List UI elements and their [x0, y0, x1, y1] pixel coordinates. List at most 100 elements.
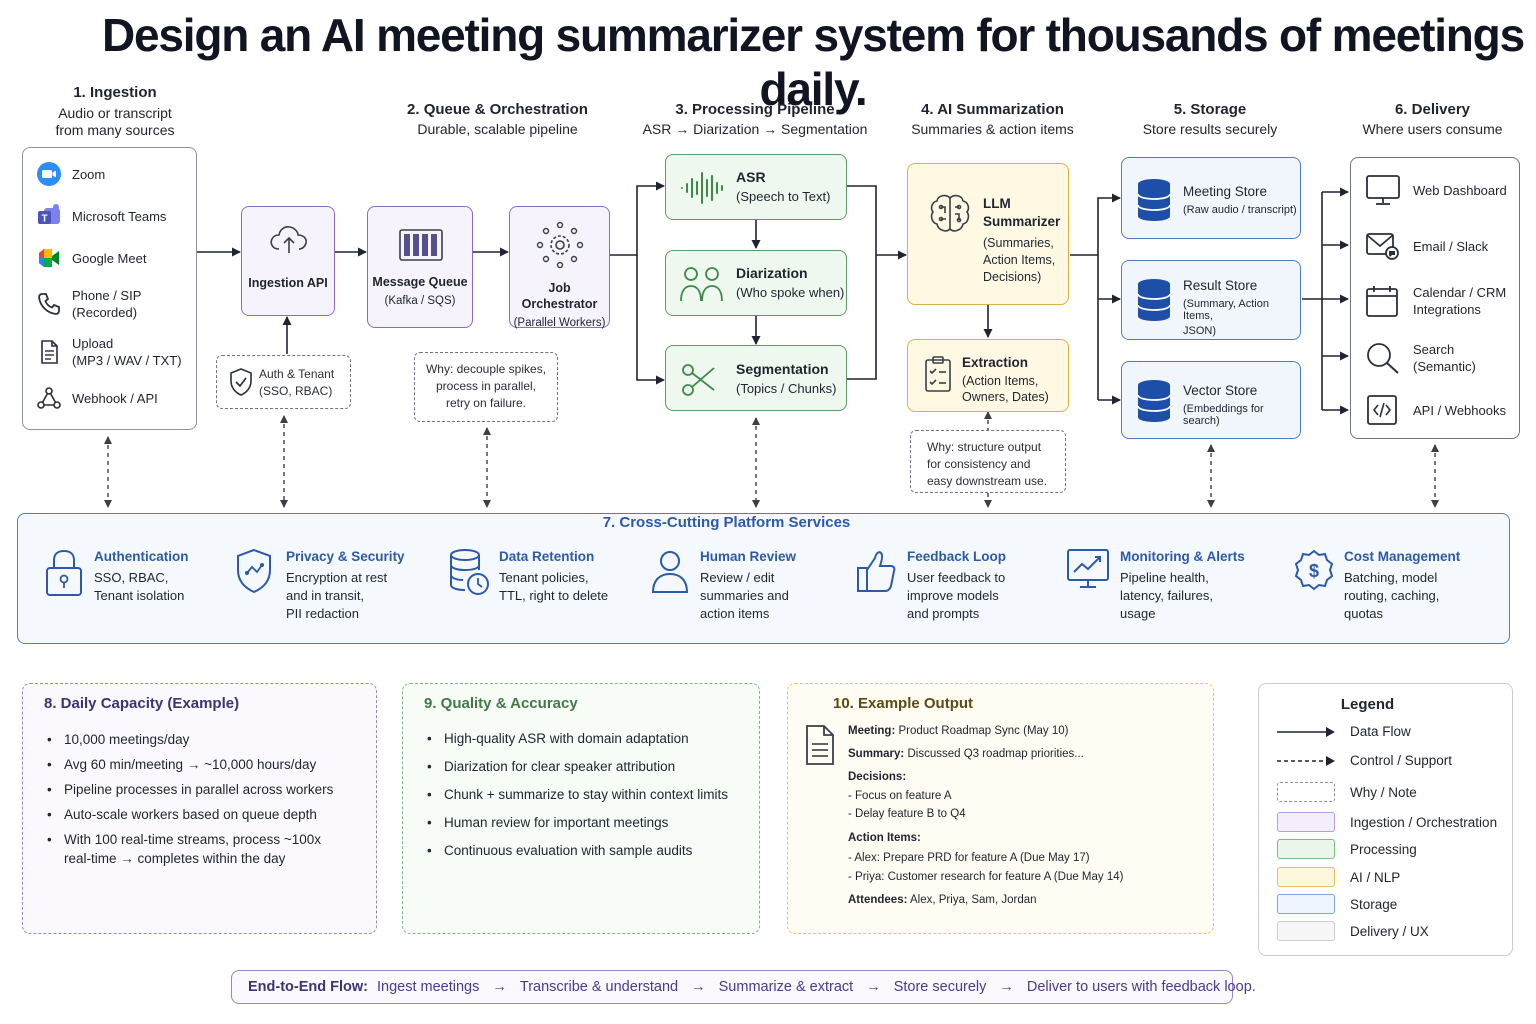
result-store-node[interactable]: Result Store (Summary, Action Items, JSO… — [1121, 260, 1301, 340]
source-phone-sip[interactable]: Phone / SIP (Recorded) — [35, 287, 141, 321]
source-label: Zoom — [72, 166, 106, 182]
delivery-label: API / Webhooks — [1413, 402, 1506, 418]
flow-arrow: → — [999, 979, 1014, 995]
phone-icon — [35, 290, 63, 318]
segmentation-node[interactable]: Segmentation (Topics / Chunks) — [665, 345, 847, 411]
diarization-node[interactable]: Diarization (Who spoke when) — [665, 250, 847, 316]
flow-arrow-orchestrator-to-asr — [610, 181, 665, 256]
store-sub: (Summary, Action Items, — [1183, 298, 1269, 322]
section-queue-heading: 2. Queue & Orchestration Durable, scalab… — [390, 101, 605, 138]
example-summary: Summary: Discussed Q3 roadmap priorities… — [848, 748, 1084, 760]
cc-line: quotas — [1344, 606, 1384, 621]
database-clock-icon — [450, 549, 489, 595]
flow-step: Summarize & extract — [718, 979, 854, 995]
database-icon — [1137, 279, 1171, 321]
quality-list: High-quality ASR with domain adaptation … — [424, 729, 754, 860]
result-store-text: Result Store (Summary, Action Items, JSO… — [1183, 278, 1300, 337]
source-label: Microsoft Teams — [72, 208, 167, 224]
delivery-search[interactable]: Search(Semantic) — [1365, 341, 1476, 375]
section-processing-heading: 3. Processing Pipeline ASR → Diarization… — [640, 101, 870, 138]
capacity-item: Auto-scale workers based on queue depth — [44, 805, 364, 824]
section-ai-subtitle: Summaries & action items — [911, 121, 1074, 137]
capacity-panel: 8. Daily Capacity (Example) 10,000 meeti… — [22, 683, 377, 934]
end-to-end-flow-bar: End-to-End Flow: Ingest meetings → Trans… — [231, 970, 1256, 1004]
delivery-api-webhooks[interactable]: API / Webhooks — [1365, 394, 1506, 426]
legend-ingestion: Ingestion / Orchestration — [1277, 812, 1497, 832]
calendar-icon — [1366, 286, 1398, 317]
ingestion-api-node[interactable]: Ingestion API — [241, 206, 335, 316]
llm-sub-1: (Summaries, — [983, 236, 1054, 250]
cc-line: User feedback to — [907, 570, 1006, 585]
vector-store-text: Vector Store (Embeddings for search) — [1183, 383, 1300, 427]
extraction-node[interactable]: Extraction (Action Items, Owners, Dates) — [907, 339, 1069, 412]
page-title: Design an AI meeting summarizer system f… — [102, 9, 1525, 115]
section-queue-subtitle: Durable, scalable pipeline — [417, 121, 578, 137]
database-icon — [1137, 179, 1171, 221]
llm-text: LLM Summarizer (Summaries, Action Items,… — [983, 195, 1060, 286]
auth-tenant-line-2: (SSO, RBAC) — [259, 384, 333, 398]
source-zoom[interactable]: Zoom — [35, 160, 105, 188]
asr-sub: (Speech to Text) — [736, 189, 831, 204]
code-icon — [1367, 395, 1397, 425]
meeting-store-node[interactable]: Meeting Store (Raw audio / transcript) — [1121, 157, 1301, 239]
scissors-icon — [682, 364, 715, 396]
source-microsoft-teams[interactable]: T Microsoft Teams — [35, 202, 166, 230]
section-storage-title: 5. Storage — [1173, 101, 1247, 118]
source-upload[interactable]: Upload(MP3 / WAV / TXT) — [35, 335, 182, 369]
quality-item: Diarization for clear speaker attributio… — [424, 757, 754, 776]
source-webhook-api[interactable]: Webhook / API — [35, 384, 158, 412]
source-sublabel: (MP3 / WAV / TXT) — [72, 353, 182, 368]
cc-line: and in transit, — [286, 588, 365, 603]
capacity-list: 10,000 meetings/day Avg 60 min/meeting →… — [44, 730, 364, 868]
legend-ai-nlp: AI / NLP — [1277, 867, 1400, 887]
vector-store-node[interactable]: Vector Store (Embeddings for search) — [1121, 361, 1301, 439]
source-sublabel: (Recorded) — [72, 305, 138, 320]
cc-line: routing, caching, — [1344, 588, 1440, 603]
legend-swatch — [1277, 839, 1335, 859]
source-google-meet[interactable]: Google Meet — [35, 244, 146, 272]
cc-title: Authentication — [94, 549, 189, 564]
legend-panel: Legend Data Flow Control / Support Why /… — [1258, 683, 1513, 956]
legend-label: Why / Note — [1350, 784, 1417, 800]
cc-line: TTL, right to delete — [499, 588, 609, 603]
queue-note-line-1: Why: decouple spikes, — [425, 362, 547, 376]
cc-line: SSO, RBAC, — [94, 570, 169, 585]
cc-line: action items — [700, 606, 770, 621]
delivery-web-dashboard[interactable]: Web Dashboard — [1365, 174, 1507, 206]
cc-line: Tenant policies, — [499, 570, 589, 585]
message-queue-node[interactable]: Message Queue (Kafka / SQS) — [367, 206, 473, 328]
legend-title: Legend — [1340, 696, 1395, 713]
llm-summarizer-node[interactable]: LLM Summarizer (Summaries, Action Items,… — [907, 163, 1069, 305]
sound-wave-icon — [681, 172, 723, 204]
extraction-label: Extraction — [962, 355, 1029, 370]
job-orchestrator-node[interactable]: Job Orchestrator (Parallel Workers) — [509, 206, 610, 329]
delivery-label: Calendar / CRM — [1413, 285, 1507, 300]
source-label: Phone / SIP — [72, 288, 142, 303]
delivery-email-slack[interactable]: Email / Slack — [1365, 230, 1488, 262]
flow-arrow: → — [492, 979, 507, 995]
example-output-panel: 10. Example Output Meeting: Product Road… — [787, 683, 1214, 934]
asr-node[interactable]: ASR (Speech to Text) — [665, 154, 847, 220]
ai-note-line-1: Why: structure output — [927, 440, 1042, 454]
delivery-sublabel: (Semantic) — [1413, 359, 1476, 374]
section-processing-subtitle: ASR → Diarization → Segmentation — [642, 121, 868, 137]
ai-why-note: Why: structure output for consistency an… — [910, 430, 1066, 493]
legend-label: AI / NLP — [1350, 869, 1401, 885]
cc-title: Cost Management — [1344, 549, 1461, 564]
people-icon — [680, 267, 723, 302]
email-icon — [1366, 233, 1399, 260]
delivery-label: Email / Slack — [1413, 238, 1489, 254]
example-decision: - Focus on feature A — [848, 790, 952, 802]
extraction-sub-1: (Action Items, — [962, 374, 1039, 388]
asr-label: ASR — [736, 169, 766, 185]
segmentation-label: Segmentation — [736, 361, 829, 377]
